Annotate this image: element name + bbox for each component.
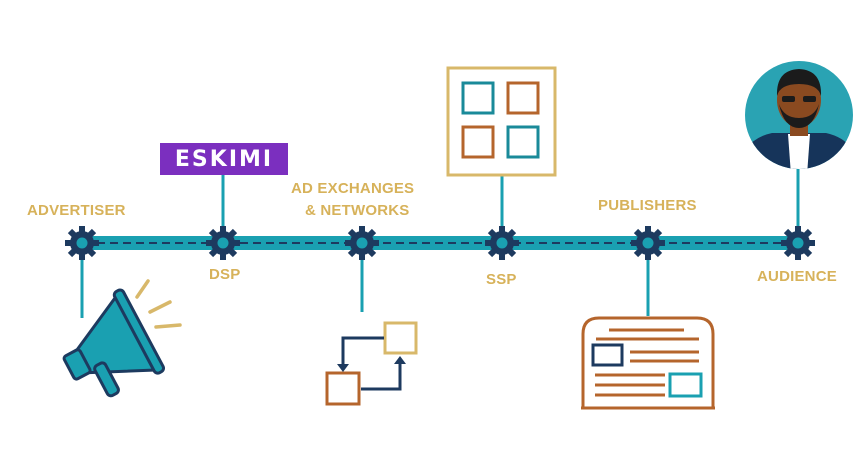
megaphone-icon <box>62 279 182 398</box>
eskimi-logo: ESKIMI <box>160 143 288 175</box>
label-publishers: PUBLISHERS <box>598 197 697 214</box>
label-dsp: DSP <box>209 266 241 283</box>
gear-icon-publishers <box>631 226 665 260</box>
gear-icon-dsp <box>206 226 240 260</box>
label-advertiser: ADVERTISER <box>27 202 126 219</box>
news-page-icon <box>581 316 715 410</box>
eskimi-logo-text: ESKIMI <box>174 146 274 172</box>
label-ad-exchanges-line1: AD EXCHANGES <box>291 180 415 197</box>
gear-icon-exchanges <box>345 226 379 260</box>
label-ssp: SSP <box>486 271 517 288</box>
grid-squares-icon <box>446 66 557 177</box>
gear-icon-advertiser <box>65 226 99 260</box>
gear-icon-ssp <box>485 226 519 260</box>
person-avatar-icon <box>745 61 853 169</box>
label-audience: AUDIENCE <box>757 268 837 285</box>
exchange-flow-icon <box>325 321 418 406</box>
gear-icon-audience <box>781 226 815 260</box>
label-ad-exchanges-line2: & NETWORKS <box>305 202 410 219</box>
